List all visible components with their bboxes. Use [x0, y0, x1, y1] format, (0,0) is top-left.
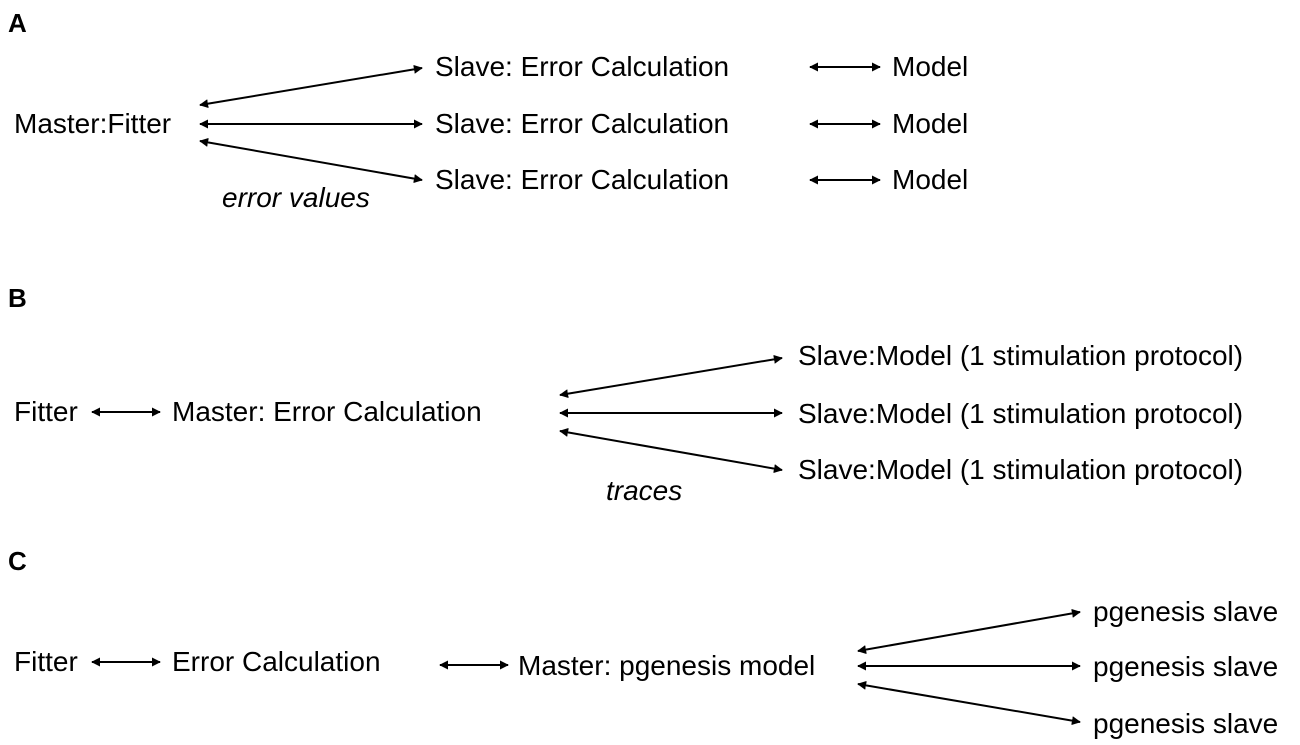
panel-c-error-calculation: Error Calculation: [172, 646, 381, 677]
panel-b-fitter: Fitter: [14, 396, 78, 427]
panel-b-label: B: [8, 283, 27, 313]
panel-a-model-1: Model: [892, 51, 969, 82]
panel-a-model-2: Model: [892, 108, 969, 139]
panel-a-slave-3: Slave: Error Calculation: [435, 164, 730, 195]
arrow-b-master-slave-3: [559, 427, 783, 474]
panel-c-slave-1: pgenesis slave: [1093, 596, 1279, 627]
panel-b-slave-2: Slave:Model (1 stimulation protocol): [798, 398, 1244, 429]
panel-a-slave-1: Slave: Error Calculation: [435, 51, 730, 82]
panel-a-label: A: [8, 8, 27, 38]
panel-c-master: Master: pgenesis model: [518, 650, 816, 681]
panel-c-label: C: [8, 546, 27, 576]
arrow-b-master-slave-1: [559, 354, 783, 399]
panel-a-model-3: Model: [892, 164, 969, 195]
panel-b-edge-label: traces: [606, 475, 683, 506]
arrow-a-master-slave-3: [199, 137, 423, 184]
panel-c-slave-2: pgenesis slave: [1093, 651, 1279, 682]
arrow-c-master-slave-1: [857, 608, 1081, 655]
panel-a-edge-label: error values: [222, 182, 370, 213]
panel-b-master: Master: Error Calculation: [172, 396, 482, 427]
panel-a-master: Master:Fitter: [14, 108, 172, 139]
panel-c-slave-3: pgenesis slave: [1093, 708, 1279, 739]
arrow-c-master-slave-3: [857, 680, 1081, 726]
panel-b-slave-3: Slave:Model (1 stimulation protocol): [798, 454, 1244, 485]
arrow-a-master-slave-1: [199, 64, 423, 109]
panel-c-fitter: Fitter: [14, 646, 78, 677]
panel-a-slave-2: Slave: Error Calculation: [435, 108, 730, 139]
panel-b-slave-1: Slave:Model (1 stimulation protocol): [798, 340, 1244, 371]
